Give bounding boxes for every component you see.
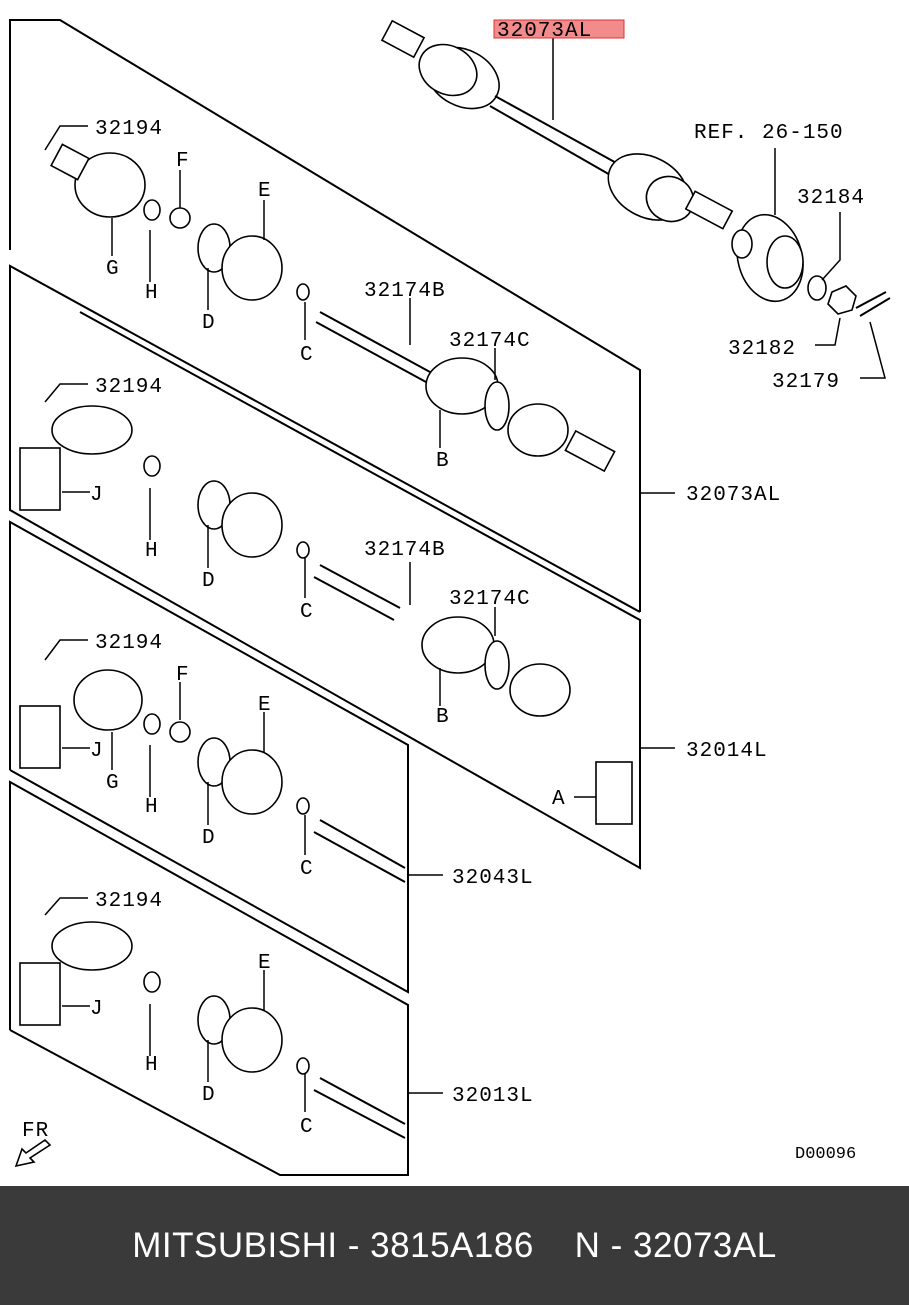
- panel-32073al: [9, 19, 641, 612]
- label-e-row1: E: [258, 180, 272, 203]
- label-32179[interactable]: 32179: [772, 371, 840, 394]
- inner-joint-row2: [19, 669, 406, 883]
- label-h-row2: H: [145, 540, 159, 563]
- panel-32043l: [9, 520, 409, 994]
- label-32194-row4[interactable]: 32194: [95, 890, 163, 913]
- leader-lines: [44, 38, 886, 1112]
- label-f-row1: F: [176, 150, 190, 173]
- label-32174c-row2[interactable]: 32174C: [449, 588, 531, 611]
- label-32043l[interactable]: 32043L: [452, 867, 534, 890]
- parts-diagram: 32073AL REF. 26-150 32184 32182 32179 32…: [9, 19, 891, 1176]
- label-32174c-row1[interactable]: 32174C: [449, 330, 531, 353]
- label-c-row3: C: [300, 858, 314, 881]
- label-32174b-row2[interactable]: 32174B: [364, 539, 446, 562]
- label-a: A: [552, 788, 566, 811]
- label-c-row2: C: [300, 601, 314, 624]
- label-32073al[interactable]: 32073AL: [686, 484, 781, 507]
- label-c-row4: C: [300, 1116, 314, 1139]
- diagram-canvas: 32073AL REF. 26-150 32184 32182 32179 32…: [9, 19, 891, 1176]
- label-32194-row1[interactable]: 32194: [95, 118, 163, 141]
- highlight-box: [493, 19, 625, 39]
- label-d-row2: D: [202, 570, 216, 593]
- label-32014l[interactable]: 32014L: [686, 740, 768, 763]
- label-32194-row3[interactable]: 32194: [95, 632, 163, 655]
- label-fr: FR: [22, 1120, 49, 1143]
- assembled-driveshaft: [380, 19, 734, 230]
- label-32184[interactable]: 32184: [797, 187, 865, 210]
- label-j-row2: J: [90, 484, 104, 507]
- panel-32014l: [9, 264, 641, 870]
- label-j-row3: J: [90, 740, 104, 763]
- fr-arrow-icon: [14, 1138, 52, 1168]
- highlight-label[interactable]: 32073AL: [497, 20, 592, 43]
- label-b-row2: B: [436, 706, 450, 729]
- label-b-row1: B: [436, 450, 450, 473]
- label-g-row1: G: [106, 258, 120, 281]
- label-d-row1: D: [202, 312, 216, 335]
- label-j-row4: J: [90, 998, 104, 1021]
- panel-32013l: [9, 780, 409, 1176]
- label-ref: REF. 26-150: [694, 122, 844, 145]
- label-h-row4: H: [145, 1054, 159, 1077]
- footer-bar: MITSUBISHI - 3815A186 N - 32073AL: [0, 1186, 909, 1305]
- label-32182[interactable]: 32182: [728, 338, 796, 361]
- label-d-row4: D: [202, 1084, 216, 1107]
- diagram-code: D00096: [795, 1145, 856, 1164]
- inner-joint-housing: [50, 143, 310, 301]
- label-g-row3: G: [106, 772, 120, 795]
- hub: [731, 213, 891, 317]
- inner-joint-row3: [19, 921, 406, 1139]
- label-d-row3: D: [202, 827, 216, 850]
- label-f-row3: F: [176, 664, 190, 687]
- label-32194-row2[interactable]: 32194: [95, 376, 163, 399]
- footer-text: MITSUBISHI - 3815A186 N - 32073AL: [132, 1225, 777, 1265]
- label-e-row3: E: [258, 694, 272, 717]
- label-h-row1: H: [145, 282, 159, 305]
- label-32174b-row1[interactable]: 32174B: [364, 280, 446, 303]
- label-h-row3: H: [145, 796, 159, 819]
- intermediate-shaft: [315, 311, 616, 473]
- label-c-row1: C: [300, 344, 314, 367]
- label-32013l[interactable]: 32013L: [452, 1085, 534, 1108]
- label-e-row4: E: [258, 952, 272, 975]
- inner-joint-j-row1: [19, 405, 633, 825]
